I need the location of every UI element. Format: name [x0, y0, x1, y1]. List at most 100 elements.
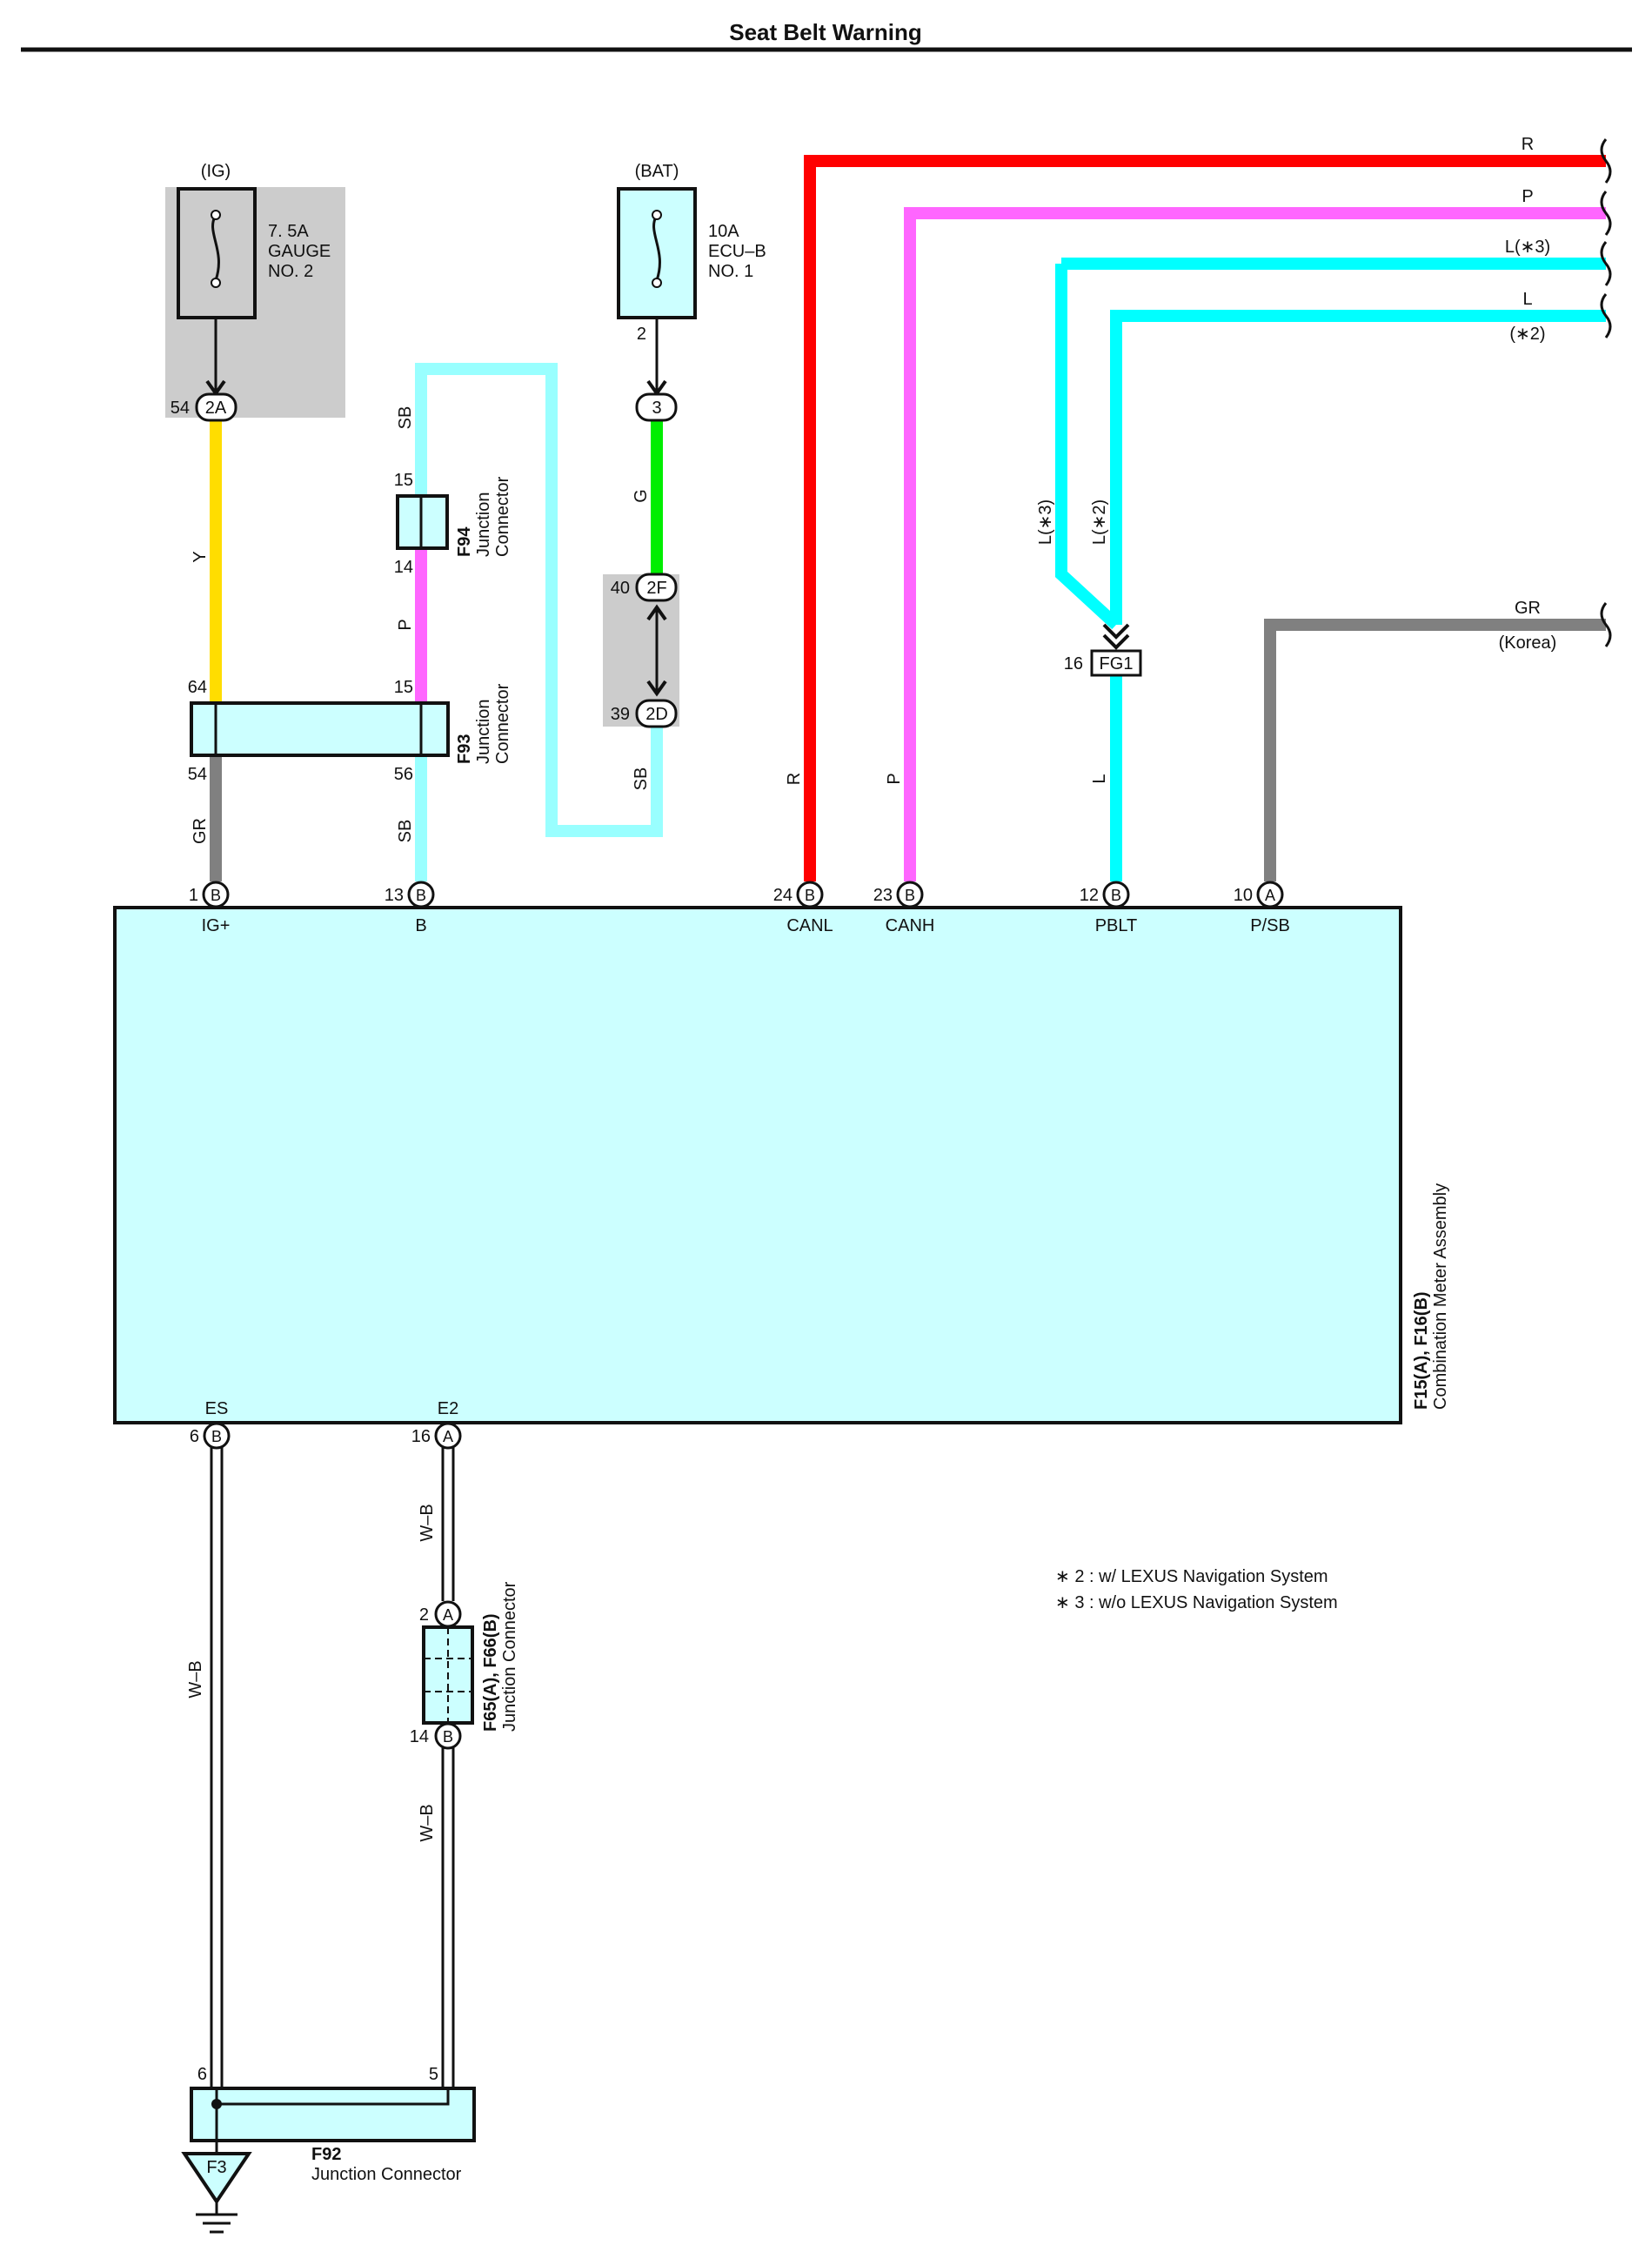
f93-pin-tl: 64	[188, 678, 207, 697]
wire-gr-korea	[1264, 619, 1606, 881]
wire-l-star3-drop	[1055, 264, 1120, 630]
f94-desc-2: Connector	[493, 476, 512, 557]
label-wire-gr: GR	[191, 818, 210, 844]
svg-text:B: B	[211, 1428, 222, 1445]
f93-pin-br: 56	[394, 765, 413, 784]
svg-text:10: 10	[1234, 886, 1253, 905]
break-marks	[1600, 138, 1612, 647]
svg-text:B: B	[443, 1728, 453, 1746]
bat-fuse-pin: 2	[637, 325, 646, 344]
meter-pin-es: ES B 6	[190, 1399, 231, 1450]
f93-name: F93	[455, 734, 474, 764]
connector-2f-pin: 40	[611, 579, 630, 598]
f92-pin-right: 5	[429, 2065, 438, 2084]
label-wire-r: R	[785, 773, 804, 785]
svg-text:3: 3	[652, 399, 661, 418]
label-wire-y: Y	[191, 551, 210, 562]
connector-2a-pin: 54	[171, 399, 190, 418]
f92-name: F92	[311, 2145, 341, 2164]
svg-text:13: 13	[385, 886, 404, 905]
svg-text:IG+: IG+	[202, 916, 231, 935]
svg-text:PBLT: PBLT	[1095, 916, 1138, 935]
label-wire-l: L	[1090, 774, 1109, 783]
meter-pin-ig: B 1 IG+	[189, 881, 231, 935]
edge-label-p: P	[1522, 187, 1533, 206]
f65-name: F65(A), F66(B)	[481, 1613, 500, 1732]
svg-text:B: B	[416, 887, 426, 904]
f65-pin-bottom	[434, 1722, 462, 1750]
label-wire-p: P	[885, 773, 904, 784]
svg-text:F3: F3	[206, 2158, 226, 2177]
svg-text:A: A	[443, 1428, 453, 1445]
note-star3: ∗ 3 : w/o LEXUS Navigation System	[1055, 1593, 1338, 1612]
svg-text:B: B	[211, 887, 221, 904]
svg-text:23: 23	[873, 886, 893, 905]
f93-pin-bl: 54	[188, 765, 207, 784]
f65-pin-top-num: 2	[419, 1605, 429, 1625]
meter-pin-canh: B 23 CANH	[873, 881, 935, 935]
svg-text:B: B	[415, 916, 426, 935]
svg-text:16: 16	[411, 1427, 431, 1446]
ig-fuse-number: NO. 2	[268, 262, 313, 281]
f65-pin-bottom-num: 14	[410, 1727, 429, 1746]
svg-text:12: 12	[1080, 886, 1099, 905]
meter-desc: Combination Meter Assembly	[1431, 1183, 1450, 1410]
f93-desc-2: Connector	[493, 683, 512, 764]
label-wire-p-mid: P	[396, 619, 415, 630]
meter-pin-psb: A 10 P/SB	[1234, 881, 1290, 935]
bat-source-label: (BAT)	[635, 162, 679, 181]
junction-f93	[190, 701, 450, 757]
f93-desc-1: Junction	[474, 700, 493, 765]
svg-text:2D: 2D	[645, 705, 668, 724]
wire-r	[804, 155, 1606, 881]
connector-2f	[635, 573, 678, 602]
label-wire-wb-left: W–B	[186, 1660, 205, 1698]
edge-label-r: R	[1522, 135, 1534, 154]
ig-source-label: (IG)	[201, 162, 231, 181]
svg-text:CANH: CANH	[886, 916, 935, 935]
fg1-arrows	[1102, 623, 1130, 650]
svg-text:FG1: FG1	[1100, 654, 1134, 674]
wire-p	[904, 207, 1606, 881]
wire-sb-loop	[415, 363, 663, 837]
bat-fuse-name: ECU–B	[708, 242, 766, 261]
label-wire-sb-bottom: SB	[396, 820, 415, 843]
wire-wb-right	[441, 1444, 455, 2088]
f93-pin-tr: 15	[394, 678, 413, 697]
label-wire-wb-top: W–B	[418, 1504, 437, 1541]
label-wire-g: G	[632, 489, 651, 503]
svg-text:ES: ES	[205, 1399, 229, 1418]
edge-label-korea: (Korea)	[1499, 633, 1557, 653]
svg-text:1: 1	[189, 886, 198, 905]
svg-text:CANL: CANL	[786, 916, 833, 935]
ig-fuse-rating: 7. 5A	[268, 222, 309, 241]
ig-fuse-name: GAUGE	[268, 242, 331, 261]
ground-f3	[181, 2152, 252, 2205]
svg-text:24: 24	[773, 886, 793, 905]
edge-label-star2: (∗2)	[1509, 325, 1545, 344]
connector-3	[635, 392, 678, 422]
combination-meter-box	[113, 906, 1402, 1424]
bat-fuse-box	[617, 187, 697, 319]
bat-fuse-icon	[652, 214, 661, 281]
svg-text:2A: 2A	[205, 399, 227, 418]
svg-text:6: 6	[190, 1427, 199, 1446]
svg-text:B: B	[1111, 887, 1121, 904]
f94-name: F94	[455, 526, 474, 557]
ground-icon	[196, 2201, 237, 2234]
connector-2d	[635, 699, 678, 728]
label-wire-sb-top: SB	[396, 406, 415, 430]
svg-text:E2: E2	[438, 1399, 458, 1418]
meter-pin-canl: B 24 CANL	[773, 881, 833, 935]
ig-fuse-icon	[211, 214, 220, 281]
wire-wb-left	[210, 1444, 224, 2088]
page-title: Seat Belt Warning	[729, 19, 922, 45]
f94-pin-top: 15	[394, 471, 413, 490]
label-wire-sb-right: SB	[632, 767, 651, 791]
label-wire-l-star2: L(∗2)	[1090, 499, 1109, 545]
edge-label-l: L	[1522, 290, 1532, 309]
svg-text:P/SB: P/SB	[1250, 916, 1290, 935]
f65-desc: Junction Connector	[500, 1581, 519, 1732]
bat-fuse-number: NO. 1	[708, 262, 753, 281]
